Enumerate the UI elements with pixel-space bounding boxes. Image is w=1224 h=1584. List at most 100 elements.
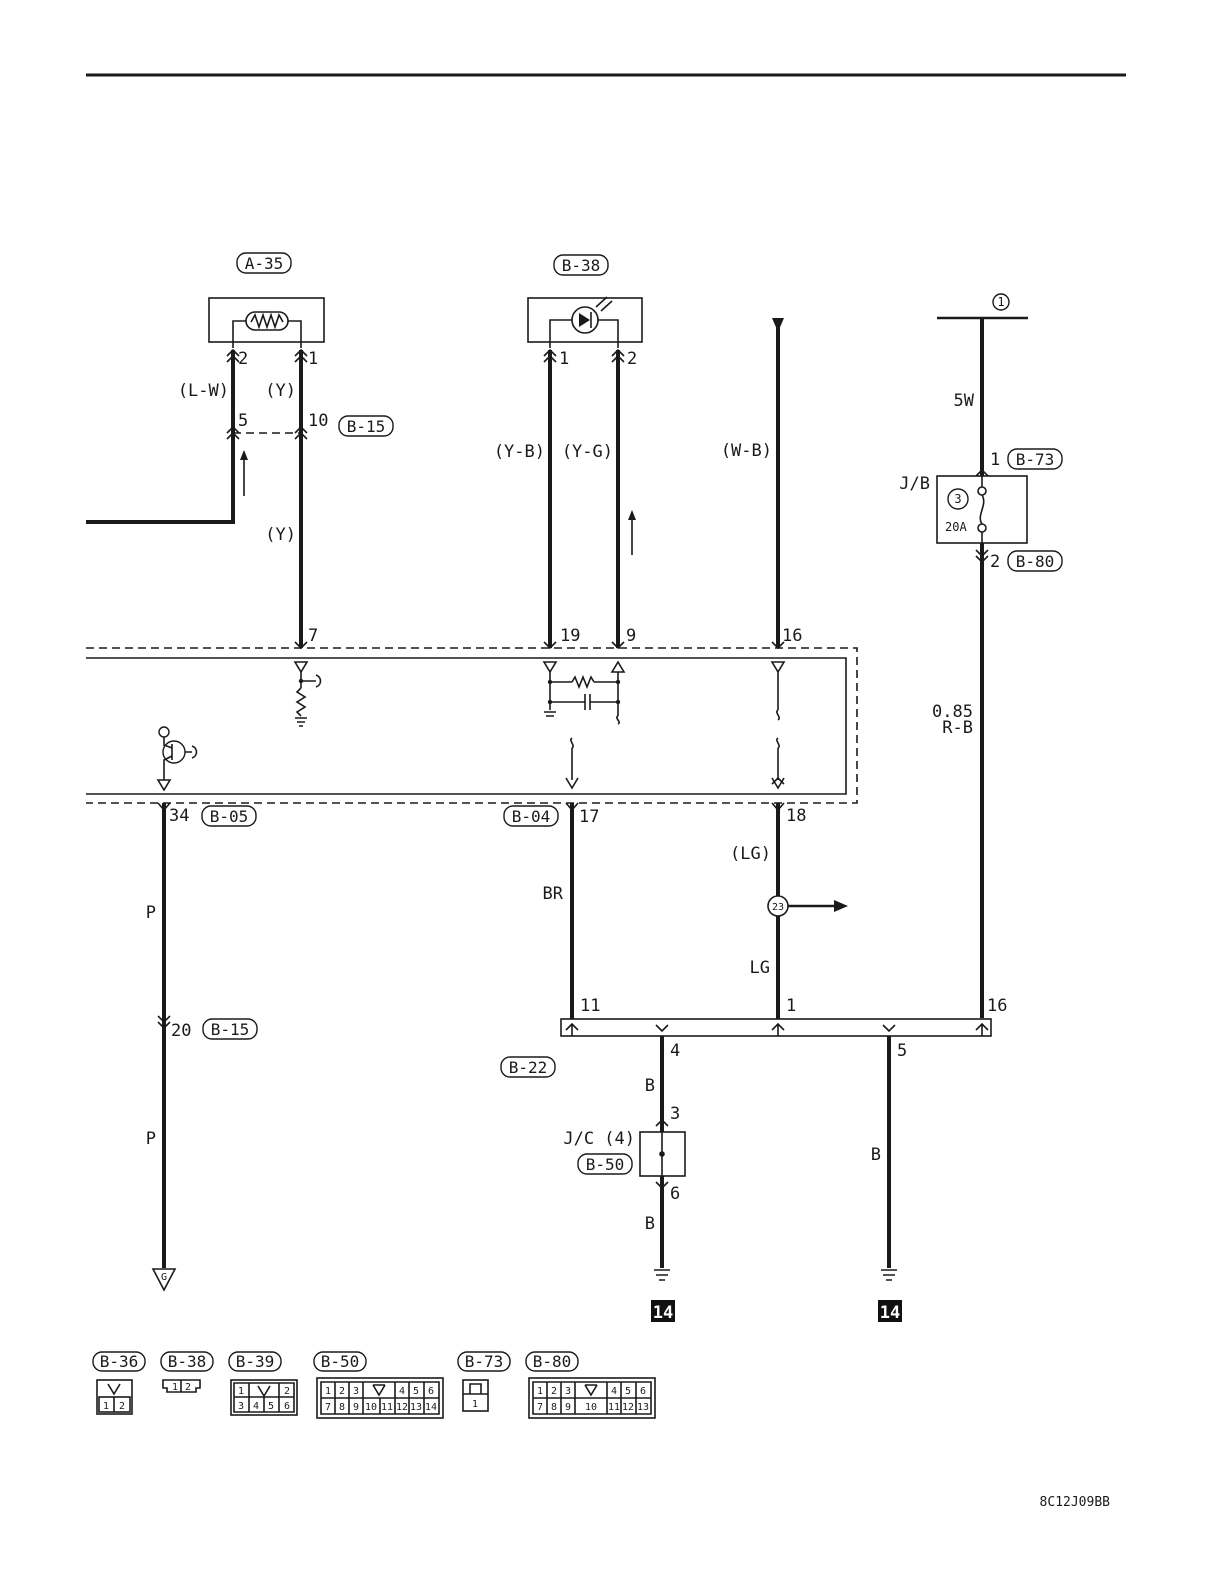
svg-text:2: 2 <box>119 1401 125 1412</box>
pin-b04-17: 17 <box>579 807 599 827</box>
svg-text:1: 1 <box>172 1382 178 1393</box>
wire-lw[interactable] <box>86 350 235 524</box>
svg-text:2: 2 <box>551 1386 557 1397</box>
splice-23[interactable]: 23 <box>767 895 789 917</box>
sensor-a35[interactable]: A-35 <box>208 252 325 348</box>
svg-text:1: 1 <box>238 1386 244 1397</box>
svg-text:1: 1 <box>537 1386 543 1397</box>
connector-face-b73: 1 <box>462 1379 489 1412</box>
wire-color-lg-paren: (LG) <box>730 844 771 864</box>
wire-color-p-bottom: P <box>146 1129 156 1149</box>
svg-text:3: 3 <box>238 1401 244 1412</box>
svg-text:B-80: B-80 <box>1016 552 1055 571</box>
connector-ref-b22[interactable]: B-22 <box>500 1056 556 1078</box>
svg-text:4: 4 <box>611 1386 617 1397</box>
connector-ref-b38[interactable]: B-38 <box>553 254 609 276</box>
pin-a35-1: 1 <box>308 349 318 369</box>
pin-jc-6: 6 <box>670 1184 680 1204</box>
fuse-3[interactable]: 3 20A <box>936 475 1028 544</box>
svg-text:7: 7 <box>325 1402 331 1413</box>
legend-label-b36[interactable]: B-36 <box>92 1351 146 1372</box>
pin-b15-20: 20 <box>171 1021 191 1041</box>
connector-ref-b73[interactable]: B-73 <box>1007 448 1063 470</box>
svg-text:10: 10 <box>365 1402 377 1413</box>
pin-b38-2: 2 <box>627 349 637 369</box>
svg-text:B-05: B-05 <box>210 807 249 826</box>
svg-text:12: 12 <box>396 1402 408 1413</box>
pin-b22-16: 16 <box>987 996 1007 1016</box>
svg-text:4: 4 <box>399 1386 405 1397</box>
ground-point-right[interactable]: 14 <box>878 1300 902 1323</box>
connector-face-b80: 1 2 3 4 5 6 7 8 9 10 11 12 13 <box>528 1377 656 1419</box>
svg-text:B-73: B-73 <box>465 1352 504 1371</box>
footer-code: 8C12J09BB <box>1040 1495 1111 1510</box>
svg-text:B-38: B-38 <box>168 1352 207 1371</box>
connector-ref-b50[interactable]: B-50 <box>577 1153 633 1175</box>
svg-text:14: 14 <box>653 1303 673 1323</box>
svg-text:8: 8 <box>339 1402 345 1413</box>
pin-b22-1: 1 <box>786 996 796 1016</box>
ground-point-left[interactable]: 14 <box>651 1300 675 1323</box>
svg-text:B-36: B-36 <box>100 1352 139 1371</box>
power-source-marker <box>992 293 1010 311</box>
svg-text:B-50: B-50 <box>586 1155 625 1174</box>
joint-connector-jc4[interactable] <box>639 1131 686 1177</box>
light-rays-icon <box>595 296 613 312</box>
wire-color-br: BR <box>543 884 564 904</box>
wire-color-5w: 5W <box>954 391 975 411</box>
svg-text:B-38: B-38 <box>562 256 601 275</box>
pin-b05-34: 34 <box>169 806 189 826</box>
pin-b38-1: 1 <box>559 349 569 369</box>
svg-text:14: 14 <box>880 1303 900 1323</box>
wire-color-yg: (Y-G) <box>562 442 613 462</box>
svg-text:7: 7 <box>537 1402 543 1413</box>
svg-text:3: 3 <box>353 1386 359 1397</box>
connector-ref-b80[interactable]: B-80 <box>1007 550 1063 572</box>
svg-text:3: 3 <box>565 1386 571 1397</box>
svg-text:13: 13 <box>637 1402 649 1413</box>
connector-ref-b04[interactable]: B-04 <box>503 805 559 827</box>
wire-color-b-5: B <box>871 1145 881 1165</box>
wire-color-b-4: B <box>645 1076 655 1096</box>
wire-color-lw: (L-W) <box>178 381 229 401</box>
wire-color-wb: (W-B) <box>721 441 772 461</box>
sensor-b38[interactable]: B-38 <box>527 254 643 348</box>
legend-label-b50[interactable]: B-50 <box>313 1351 367 1372</box>
svg-text:14: 14 <box>425 1402 437 1413</box>
pin-ecu-19: 19 <box>560 626 580 646</box>
legend-label-b39[interactable]: B-39 <box>228 1351 282 1372</box>
connector-ref-b15-bottom[interactable]: B-15 <box>202 1018 258 1040</box>
pin-ecu-16: 16 <box>782 626 802 646</box>
svg-text:12: 12 <box>622 1402 634 1413</box>
ground-symbol-right-icon <box>881 1269 897 1281</box>
svg-text:11: 11 <box>381 1402 393 1413</box>
svg-text:6: 6 <box>428 1386 434 1397</box>
svg-text:B-22: B-22 <box>509 1058 548 1077</box>
connector-ref-b15-top[interactable]: B-15 <box>338 415 394 437</box>
wire-size-rb: 0.85 <box>932 702 973 722</box>
connector-b22[interactable] <box>560 1018 992 1037</box>
svg-text:B-04: B-04 <box>512 807 551 826</box>
svg-text:B-15: B-15 <box>347 417 386 436</box>
legend-label-b80[interactable]: B-80 <box>525 1351 579 1372</box>
svg-text:9: 9 <box>565 1402 571 1413</box>
legend-label-b73[interactable]: B-73 <box>457 1351 511 1372</box>
connector-ref-a35[interactable]: A-35 <box>236 252 292 274</box>
svg-text:5: 5 <box>413 1386 419 1397</box>
svg-text:A-35: A-35 <box>245 254 284 273</box>
pin-b22-11: 11 <box>580 996 600 1016</box>
svg-text:11: 11 <box>608 1402 620 1413</box>
pin-ecu-7: 7 <box>308 626 318 646</box>
thermistor-zigzag <box>250 312 284 330</box>
svg-text:6: 6 <box>284 1401 290 1412</box>
connector-ref-b05[interactable]: B-05 <box>201 805 257 827</box>
legend-label-b38[interactable]: B-38 <box>160 1351 214 1372</box>
svg-text:4: 4 <box>253 1401 259 1412</box>
svg-text:B-73: B-73 <box>1016 450 1055 469</box>
fuse-rating: 20A <box>945 520 967 534</box>
control-unit[interactable] <box>86 647 858 804</box>
svg-text:5: 5 <box>625 1386 631 1397</box>
svg-text:2: 2 <box>339 1386 345 1397</box>
jb-label: J/B <box>899 474 930 494</box>
